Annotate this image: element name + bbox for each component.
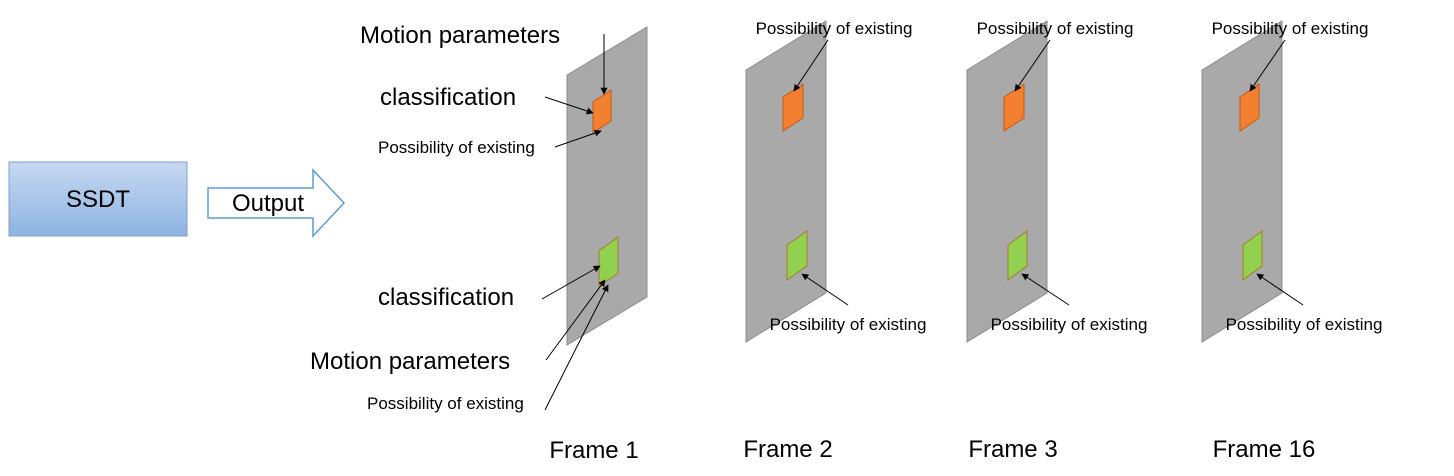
frame-16-existence-top: Possibility of existing [1212,19,1369,38]
frame-16-panel [1201,20,1283,343]
frame-16-green-box [1242,230,1263,281]
frame-16-existence-bottom: Possibility of existing [1226,315,1383,334]
ssdt-box [8,161,188,237]
output-arrow: Output [207,168,346,238]
frame-2-caption: Frame 2 [743,436,832,463]
frame-16: Possibility of existing Possibility of e… [1201,19,1383,463]
frame-1-motion-top: Motion parameters [360,22,560,49]
ssdt-block: SSDT [8,161,188,237]
frame-1-classification-bottom-arrow [541,265,601,300]
frame-3-green-box [1007,230,1028,281]
frame-2-existence-bottom-arrow [801,273,849,306]
frame-3-existence-top: Possibility of existing [977,19,1134,38]
frame-3-existence-bottom: Possibility of existing [991,315,1148,334]
frame-1-green-box [598,236,619,288]
frame-1-classification-bottom: classification [378,284,514,311]
frame-1: Motion parameters classification Possibi… [310,22,648,464]
frame-3-existence-top-arrow [1014,39,1051,92]
frame-3: Possibility of existing Possibility of e… [966,19,1148,463]
frame-2-existence-top: Possibility of existing [756,19,913,38]
frame-1-motion-bottom: Motion parameters [310,348,510,375]
frame-1-existence-bottom: Possibility of existing [367,394,524,413]
frame-2: Possibility of existing Possibility of e… [743,19,926,463]
frame-16-caption: Frame 16 [1213,436,1316,463]
output-label: Output [232,190,304,217]
frame-2-green-box [786,230,808,281]
frame-16-existence-top-arrow [1249,39,1286,92]
ssdt-label: SSDT [66,186,130,213]
frame-1-existence-top-arrow [554,129,602,148]
frame-3-caption: Frame 3 [968,436,1057,463]
frame-3-panel [966,20,1048,343]
frame-1-existence-bottom-arrow [544,284,609,411]
frame-1-classification-top-arrow [544,96,594,115]
frame-1-classification-top: classification [380,84,516,111]
output-arrow-shape [207,168,346,238]
frame-2-existence-bottom: Possibility of existing [770,315,927,334]
frame-1-panel [566,26,648,346]
frame-2-existence-top-arrow [793,39,829,92]
frame-1-motion-bottom-arrow [545,279,606,361]
frame-3-existence-bottom-arrow [1021,273,1070,306]
frame-1-existence-top: Possibility of existing [378,138,535,157]
frame-2-panel [745,20,827,343]
frame-16-existence-bottom-arrow [1256,273,1304,306]
frame-1-caption: Frame 1 [549,437,638,464]
